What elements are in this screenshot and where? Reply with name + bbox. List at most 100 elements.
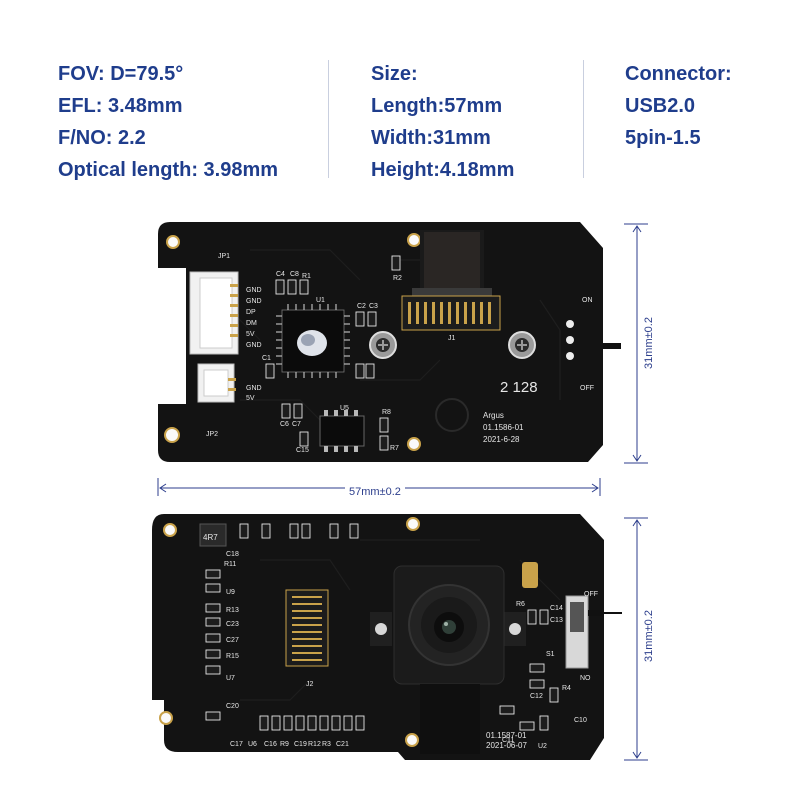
j2-label: J2 bbox=[306, 681, 314, 688]
screw bbox=[508, 331, 536, 359]
size-heading: Size: bbox=[371, 63, 418, 85]
ref-label: C19 bbox=[294, 741, 307, 748]
ref-label: C21 bbox=[336, 741, 349, 748]
ffc-cable bbox=[412, 230, 492, 298]
switch-pads bbox=[566, 320, 574, 360]
fov-spec: FOV: D=79.5° bbox=[58, 63, 184, 85]
ref-label: C20 bbox=[226, 703, 239, 710]
ref-label: R11 bbox=[224, 561, 236, 568]
s1-label: S1 bbox=[546, 651, 555, 658]
ref-label: R7 bbox=[390, 445, 399, 452]
connector-pins: 5pin-1.5 bbox=[625, 127, 701, 149]
optics-specs: FOV: D=79.5° EFL: 3.48mm F/NO: 2.2 Optic… bbox=[58, 58, 278, 186]
ref-label: C4 bbox=[276, 271, 285, 278]
jp2-label: JP2 bbox=[206, 431, 218, 438]
ref-label: C1 bbox=[262, 355, 271, 362]
ref-label: R9 bbox=[280, 741, 289, 748]
ref-label: C17 bbox=[230, 741, 243, 748]
width-spec: Width:31mm bbox=[371, 127, 491, 149]
pin-label: GND bbox=[246, 298, 262, 305]
part-number: 01.1587-01 bbox=[486, 731, 527, 740]
ref-label: R1 bbox=[302, 273, 311, 280]
ref-label: C7 bbox=[292, 421, 301, 428]
switch-off-label: OFF bbox=[584, 591, 598, 598]
jp1-connector bbox=[189, 271, 239, 355]
efl-spec: EFL: 3.48mm bbox=[58, 95, 183, 117]
ref-label: C12 bbox=[530, 693, 543, 700]
u1-chip bbox=[276, 304, 350, 378]
date-code: 2021-06-07 bbox=[486, 741, 527, 750]
part-number: 01.1586-01 bbox=[483, 423, 524, 432]
j2-connector bbox=[285, 589, 329, 667]
ref-label: C2 bbox=[357, 303, 366, 310]
divider bbox=[328, 60, 329, 178]
ref-label: U6 bbox=[248, 741, 257, 748]
screw bbox=[369, 331, 397, 359]
ref-label: R3 bbox=[322, 741, 331, 748]
fiducial bbox=[435, 398, 469, 432]
height-spec: Height:4.18mm bbox=[371, 159, 515, 181]
date-code: 2021-6-28 bbox=[483, 435, 520, 444]
mount-hole bbox=[405, 733, 419, 747]
ref-label: R4 bbox=[562, 685, 571, 692]
pin-label: 5V bbox=[246, 331, 255, 338]
mount-hole bbox=[163, 523, 177, 537]
j1-connector bbox=[401, 295, 501, 331]
ref-label: R2 bbox=[393, 275, 402, 282]
fno-spec: F/NO: 2.2 bbox=[58, 127, 146, 149]
connector-heading: Connector: bbox=[625, 63, 732, 85]
ref-label: C6 bbox=[280, 421, 289, 428]
inductor bbox=[199, 523, 227, 547]
slide-switch bbox=[565, 595, 622, 669]
width-dimension-label: 57mm±0.2 bbox=[345, 486, 405, 498]
ref-label: C8 bbox=[290, 271, 299, 278]
switch-off-label: OFF bbox=[580, 385, 594, 392]
ref-label: C27 bbox=[226, 637, 239, 644]
optical-length-spec: Optical length: 3.98mm bbox=[58, 159, 279, 181]
microphone bbox=[522, 562, 538, 588]
j1-label: J1 bbox=[448, 335, 456, 342]
pin-label: GND bbox=[246, 385, 262, 392]
u1-label: U1 bbox=[316, 297, 325, 304]
ref-label: C23 bbox=[226, 621, 239, 628]
divider bbox=[583, 60, 584, 178]
pin-label: GND bbox=[246, 287, 262, 294]
camera-module bbox=[370, 565, 526, 754]
ref-label: C10 bbox=[574, 717, 587, 724]
connector-type: USB2.0 bbox=[625, 95, 696, 117]
connector-specs: Connector: USB2.0 5pin-1.5 bbox=[625, 58, 732, 154]
switch-on-label: ON bbox=[582, 297, 593, 304]
brand-label: Argus bbox=[483, 411, 504, 420]
ref-label: C11 bbox=[502, 737, 514, 744]
ref-label: C3 bbox=[369, 303, 378, 310]
mount-hole bbox=[406, 517, 420, 531]
ref-label: C18 bbox=[226, 551, 239, 558]
u5-chip bbox=[319, 410, 365, 452]
ref-label: R6 bbox=[516, 601, 525, 608]
pin-label: DP bbox=[246, 309, 256, 316]
size-specs: Size: Length:57mm Width:31mm Height:4.18… bbox=[371, 58, 514, 186]
length-spec: Length:57mm bbox=[371, 95, 503, 117]
ref-label: R12 bbox=[308, 741, 321, 748]
ref-label: R13 bbox=[226, 607, 239, 614]
ref-label: C16 bbox=[264, 741, 277, 748]
jp2-connector bbox=[197, 363, 236, 403]
ref-label: C14 bbox=[550, 605, 563, 612]
switch-lever bbox=[603, 343, 621, 349]
u5-label: U5 bbox=[340, 405, 349, 412]
switch-on-label: NO bbox=[580, 675, 591, 682]
mount-hole bbox=[159, 711, 173, 725]
board-code: 2 128 bbox=[500, 379, 538, 396]
ref-label: U7 bbox=[226, 675, 235, 682]
pin-label: DM bbox=[246, 320, 257, 327]
ref-label: C13 bbox=[550, 617, 563, 624]
inductor-label: 4R7 bbox=[203, 533, 218, 542]
ref-label: C15 bbox=[296, 447, 309, 454]
mount-hole bbox=[164, 233, 421, 451]
pin-label: 5V bbox=[246, 395, 255, 402]
ref-label: U9 bbox=[226, 589, 235, 596]
jp1-label: JP1 bbox=[218, 253, 230, 260]
ref-label: R15 bbox=[226, 653, 239, 660]
